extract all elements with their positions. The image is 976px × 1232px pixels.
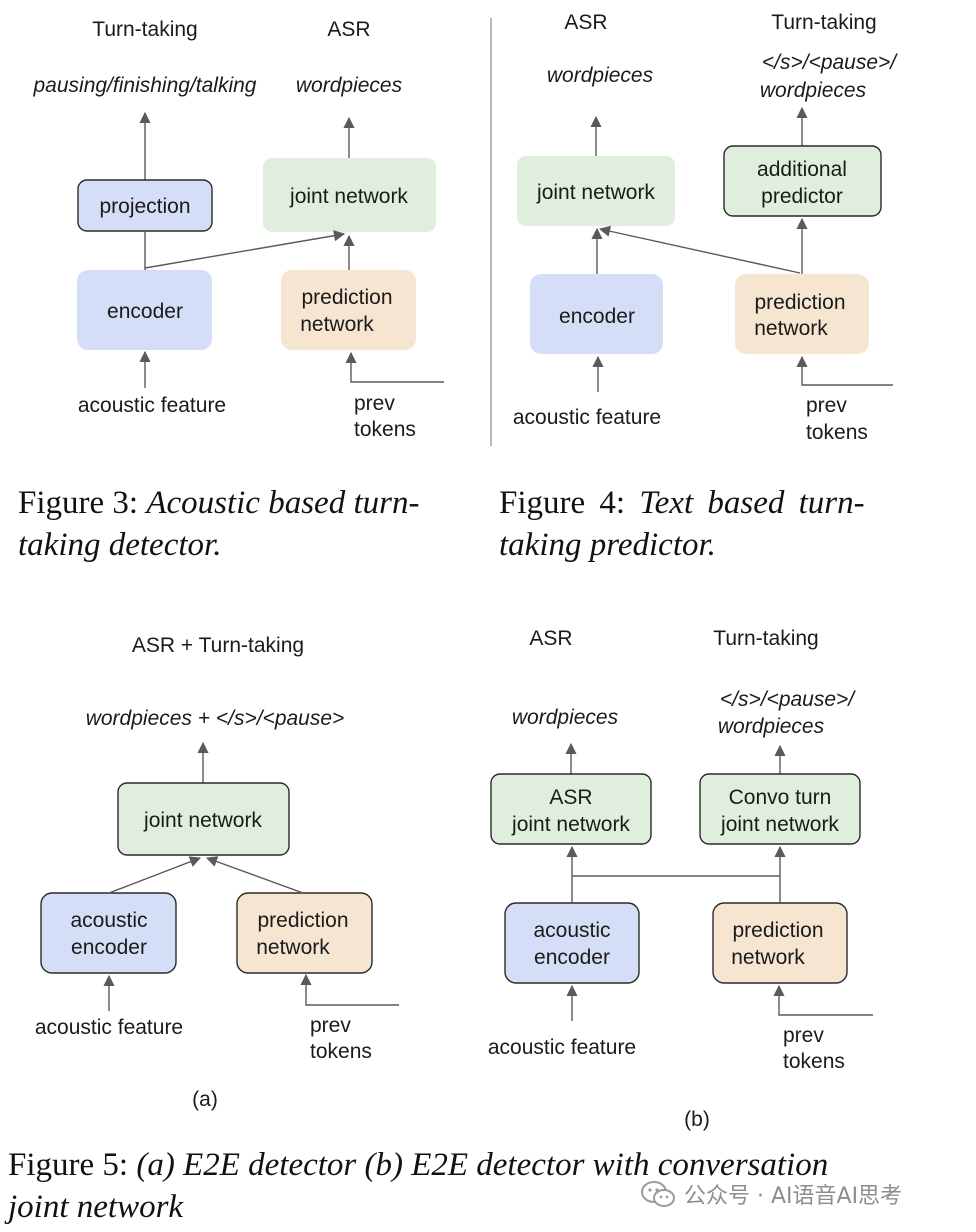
fig5b-input-tokens: tokens [783, 1050, 845, 1073]
fig3-caption-italic-1: Acoustic based turn- [146, 485, 420, 521]
fig3-prediction-network-box [281, 270, 416, 350]
fig3-encoder-label: encoder [107, 300, 183, 323]
watermark: 公众号 · AI语音AI思考 [640, 1178, 960, 1210]
fig4-prediction-network-box [735, 274, 869, 354]
fig3-output-right: wordpieces [296, 74, 403, 97]
fig4-head-asr: ASR [564, 11, 607, 34]
fig4-encoder-label: encoder [559, 305, 635, 328]
fig4-head-turn-taking: Turn-taking [771, 11, 876, 34]
fig5b-asr-joint-network-box [490, 773, 652, 845]
fig4-output-right-2: wordpieces [760, 79, 867, 102]
fig4-arrow-prediction-joint [598, 225, 801, 274]
fig5a-encoder-label-2: encoder [71, 936, 147, 959]
fig5a-arrow-encoder-joint [108, 856, 202, 894]
fig4-caption: Figure 4: Text based turn- taking predic… [499, 482, 949, 566]
figure-4: ASR Turn-taking wordpieces </s>/<pause>/… [513, 11, 898, 444]
fig5a-arrow-prediction-joint [205, 856, 304, 894]
fig5-caption-prefix: Figure 5: [8, 1147, 129, 1183]
fig3-caption-italic-2: taking detector. [18, 527, 222, 563]
fig5b-convo-joint-label-2: joint network [720, 813, 839, 836]
fig3-input-tokens: tokens [354, 418, 416, 441]
watermark-text: 公众号 · AI语音AI思考 [684, 1184, 903, 1209]
fig4-input-acoustic: acoustic feature [513, 406, 661, 429]
fig4-joint-network-label: joint network [536, 181, 655, 204]
fig5b-output-left: wordpieces [512, 706, 619, 729]
fig5a-encoder-label-1: acoustic [70, 909, 147, 932]
fig5a-acoustic-encoder-box [40, 892, 177, 974]
fig4-caption-prefix: Figure 4: [499, 485, 626, 521]
fig3-projection-label: projection [99, 195, 190, 218]
fig3-arrow-prev-tokens-in [345, 351, 444, 383]
fig5a-sublabel: (a) [192, 1088, 218, 1111]
fig4-additional-label-2: predictor [761, 185, 843, 208]
fig4-arrow-prev-tokens-in [796, 355, 893, 386]
fig5a-joint-network-label: joint network [143, 809, 262, 832]
fig5a-joint-network-box [117, 782, 290, 856]
fig5-caption: Figure 5: (a) E2E detector (b) E2E detec… [8, 1144, 948, 1228]
fig3-input-prev: prev [354, 392, 395, 415]
fig5a-input-tokens: tokens [310, 1040, 372, 1063]
fig5b-convo-joint-label-1: Convo turn [729, 786, 832, 809]
fig4-caption-italic-1: Text based turn- [639, 485, 865, 521]
wechat-icon [641, 1181, 675, 1207]
fig5b-output-right-1: </s>/<pause>/ [720, 688, 856, 711]
fig5b-asr-joint-label-1: ASR [549, 786, 592, 809]
fig5b-head-turn-taking: Turn-taking [713, 627, 818, 650]
fig5b-convo-joint-network-box [699, 773, 861, 845]
fig4-output-right-1: </s>/<pause>/ [762, 51, 898, 74]
fig5b-prediction-network-box [712, 902, 848, 984]
fig4-prediction-label-1: prediction [754, 291, 845, 314]
fig5a-input-acoustic: acoustic feature [35, 1016, 183, 1039]
fig4-encoder-box [530, 274, 663, 354]
fig4-caption-italic-2: taking predictor. [499, 527, 716, 563]
fig5b-prediction-label-2: network [731, 946, 805, 969]
fig5a-prediction-label-1: prediction [257, 909, 348, 932]
fig4-output-left: wordpieces [547, 64, 654, 87]
fig3-output-left: pausing/finishing/talking [33, 74, 257, 97]
fig4-input-tokens: tokens [806, 421, 868, 444]
fig5a-prediction-label-2: network [256, 936, 330, 959]
fig3-joint-network-box [263, 158, 436, 232]
fig3-arrow-encoder-joint [144, 230, 346, 269]
fig5-caption-italic-2: joint network [8, 1189, 184, 1225]
fig3-joint-network-label: joint network [289, 185, 408, 208]
fig5b-acoustic-encoder-box [504, 902, 640, 984]
fig5-caption-italic-1: (a) E2E detector (b) E2E detector with c… [136, 1147, 829, 1183]
figure-5b: ASR Turn-taking wordpieces </s>/<pause>/… [488, 627, 873, 1131]
fig5a-input-prev: prev [310, 1014, 351, 1037]
fig4-additional-predictor-box [723, 145, 882, 217]
fig4-joint-network-box [517, 156, 675, 226]
fig4-input-prev: prev [806, 394, 847, 417]
fig3-prediction-label-1: prediction [301, 286, 392, 309]
fig3-encoder-box [77, 270, 212, 350]
fig5b-output-right-2: wordpieces [718, 715, 825, 738]
fig5a-arrow-prev-tokens-in [300, 973, 399, 1006]
fig5b-encoder-label-1: acoustic [533, 919, 610, 942]
fig5b-asr-joint-label-2: joint network [511, 813, 630, 836]
fig5b-sublabel: (b) [684, 1108, 710, 1131]
fig5a-head: ASR + Turn-taking [132, 634, 304, 657]
fig5a-prediction-network-box [236, 892, 373, 974]
fig3-caption-prefix: Figure 3: [18, 485, 139, 521]
fig5b-encoder-label-2: encoder [534, 946, 610, 969]
fig3-prediction-label-2: network [300, 313, 374, 336]
fig3-input-acoustic: acoustic feature [78, 394, 226, 417]
figure-5a: ASR + Turn-taking wordpieces + </s>/<pau… [35, 634, 399, 1111]
fig3-head-turn-taking: Turn-taking [92, 18, 197, 41]
fig3-caption: Figure 3: Acoustic based turn- taking de… [18, 482, 468, 566]
figure-3: Turn-taking ASR pausing/finishing/talkin… [33, 18, 444, 441]
fig5b-input-prev: prev [783, 1024, 824, 1047]
fig3-head-asr: ASR [327, 18, 370, 41]
fig5a-output: wordpieces + </s>/<pause> [86, 707, 345, 730]
fig5b-prediction-label-1: prediction [732, 919, 823, 942]
fig5b-input-acoustic: acoustic feature [488, 1036, 636, 1059]
fig5b-arrow-prev-tokens-in [773, 984, 873, 1016]
fig5b-head-asr: ASR [529, 627, 572, 650]
fig4-additional-label-1: additional [757, 158, 847, 181]
fig4-prediction-label-2: network [754, 317, 828, 340]
